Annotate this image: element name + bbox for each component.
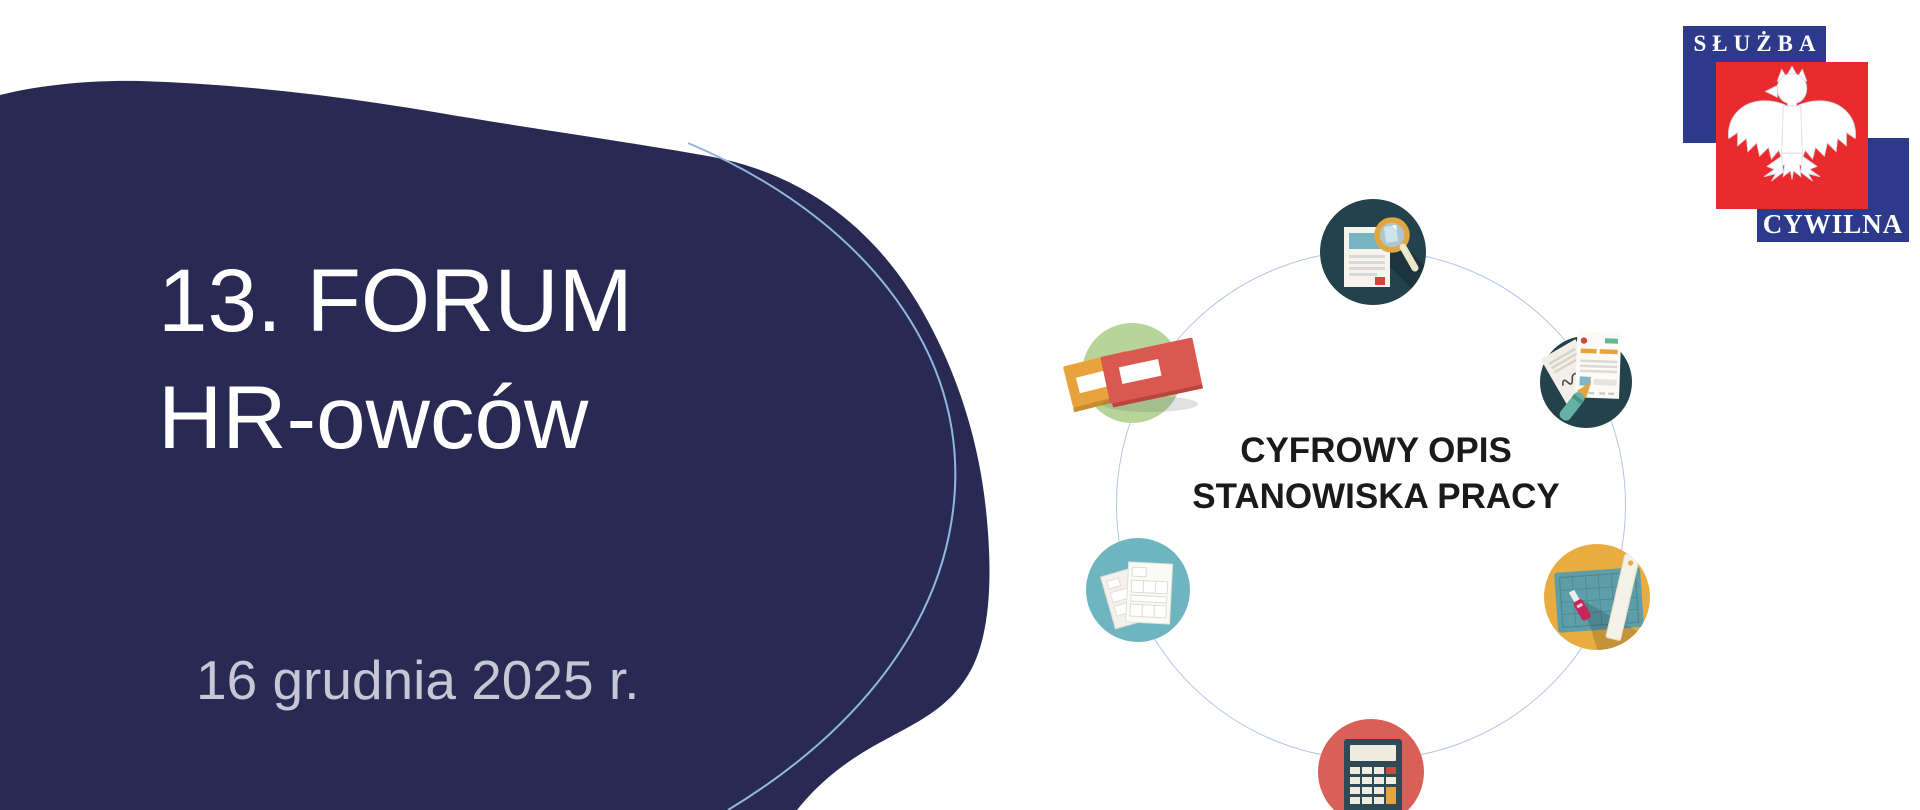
diagram-center-caption: CYFROWY OPIS STANOWISKA PRACY [1191, 428, 1561, 520]
document-search-icon [1320, 199, 1426, 305]
slide-date: 16 grudnia 2025 r. [196, 649, 640, 711]
calculator-icon [1318, 719, 1424, 810]
contract-signing-icon [1540, 331, 1632, 428]
navy-blob-shape [0, 80, 990, 810]
slide-title: 13. FORUM HR-owców [158, 242, 878, 476]
white-eagle-icon [1728, 65, 1856, 182]
navy-blob [0, 80, 990, 810]
accent-arc-line [687, 142, 957, 810]
books-icon [1063, 323, 1204, 423]
diagram-caption-line2: STANOWISKA PRACY [1192, 477, 1560, 516]
logo-top-text: SŁUŻBA [1693, 31, 1822, 56]
planning-board-icon [1544, 544, 1650, 650]
diagram-caption-line1: CYFROWY OPIS [1240, 431, 1512, 470]
logo-bottom-text: CYWILNA [1762, 209, 1904, 239]
logo-red-square [1716, 62, 1868, 209]
slide-title-line2: HR-owców [158, 367, 589, 467]
forms-icon [1086, 538, 1190, 642]
sluzba-cywilna-logo: SŁUŻBA CYWILNA [1683, 26, 1913, 246]
slide-title-line1: 13. FORUM [158, 250, 633, 350]
